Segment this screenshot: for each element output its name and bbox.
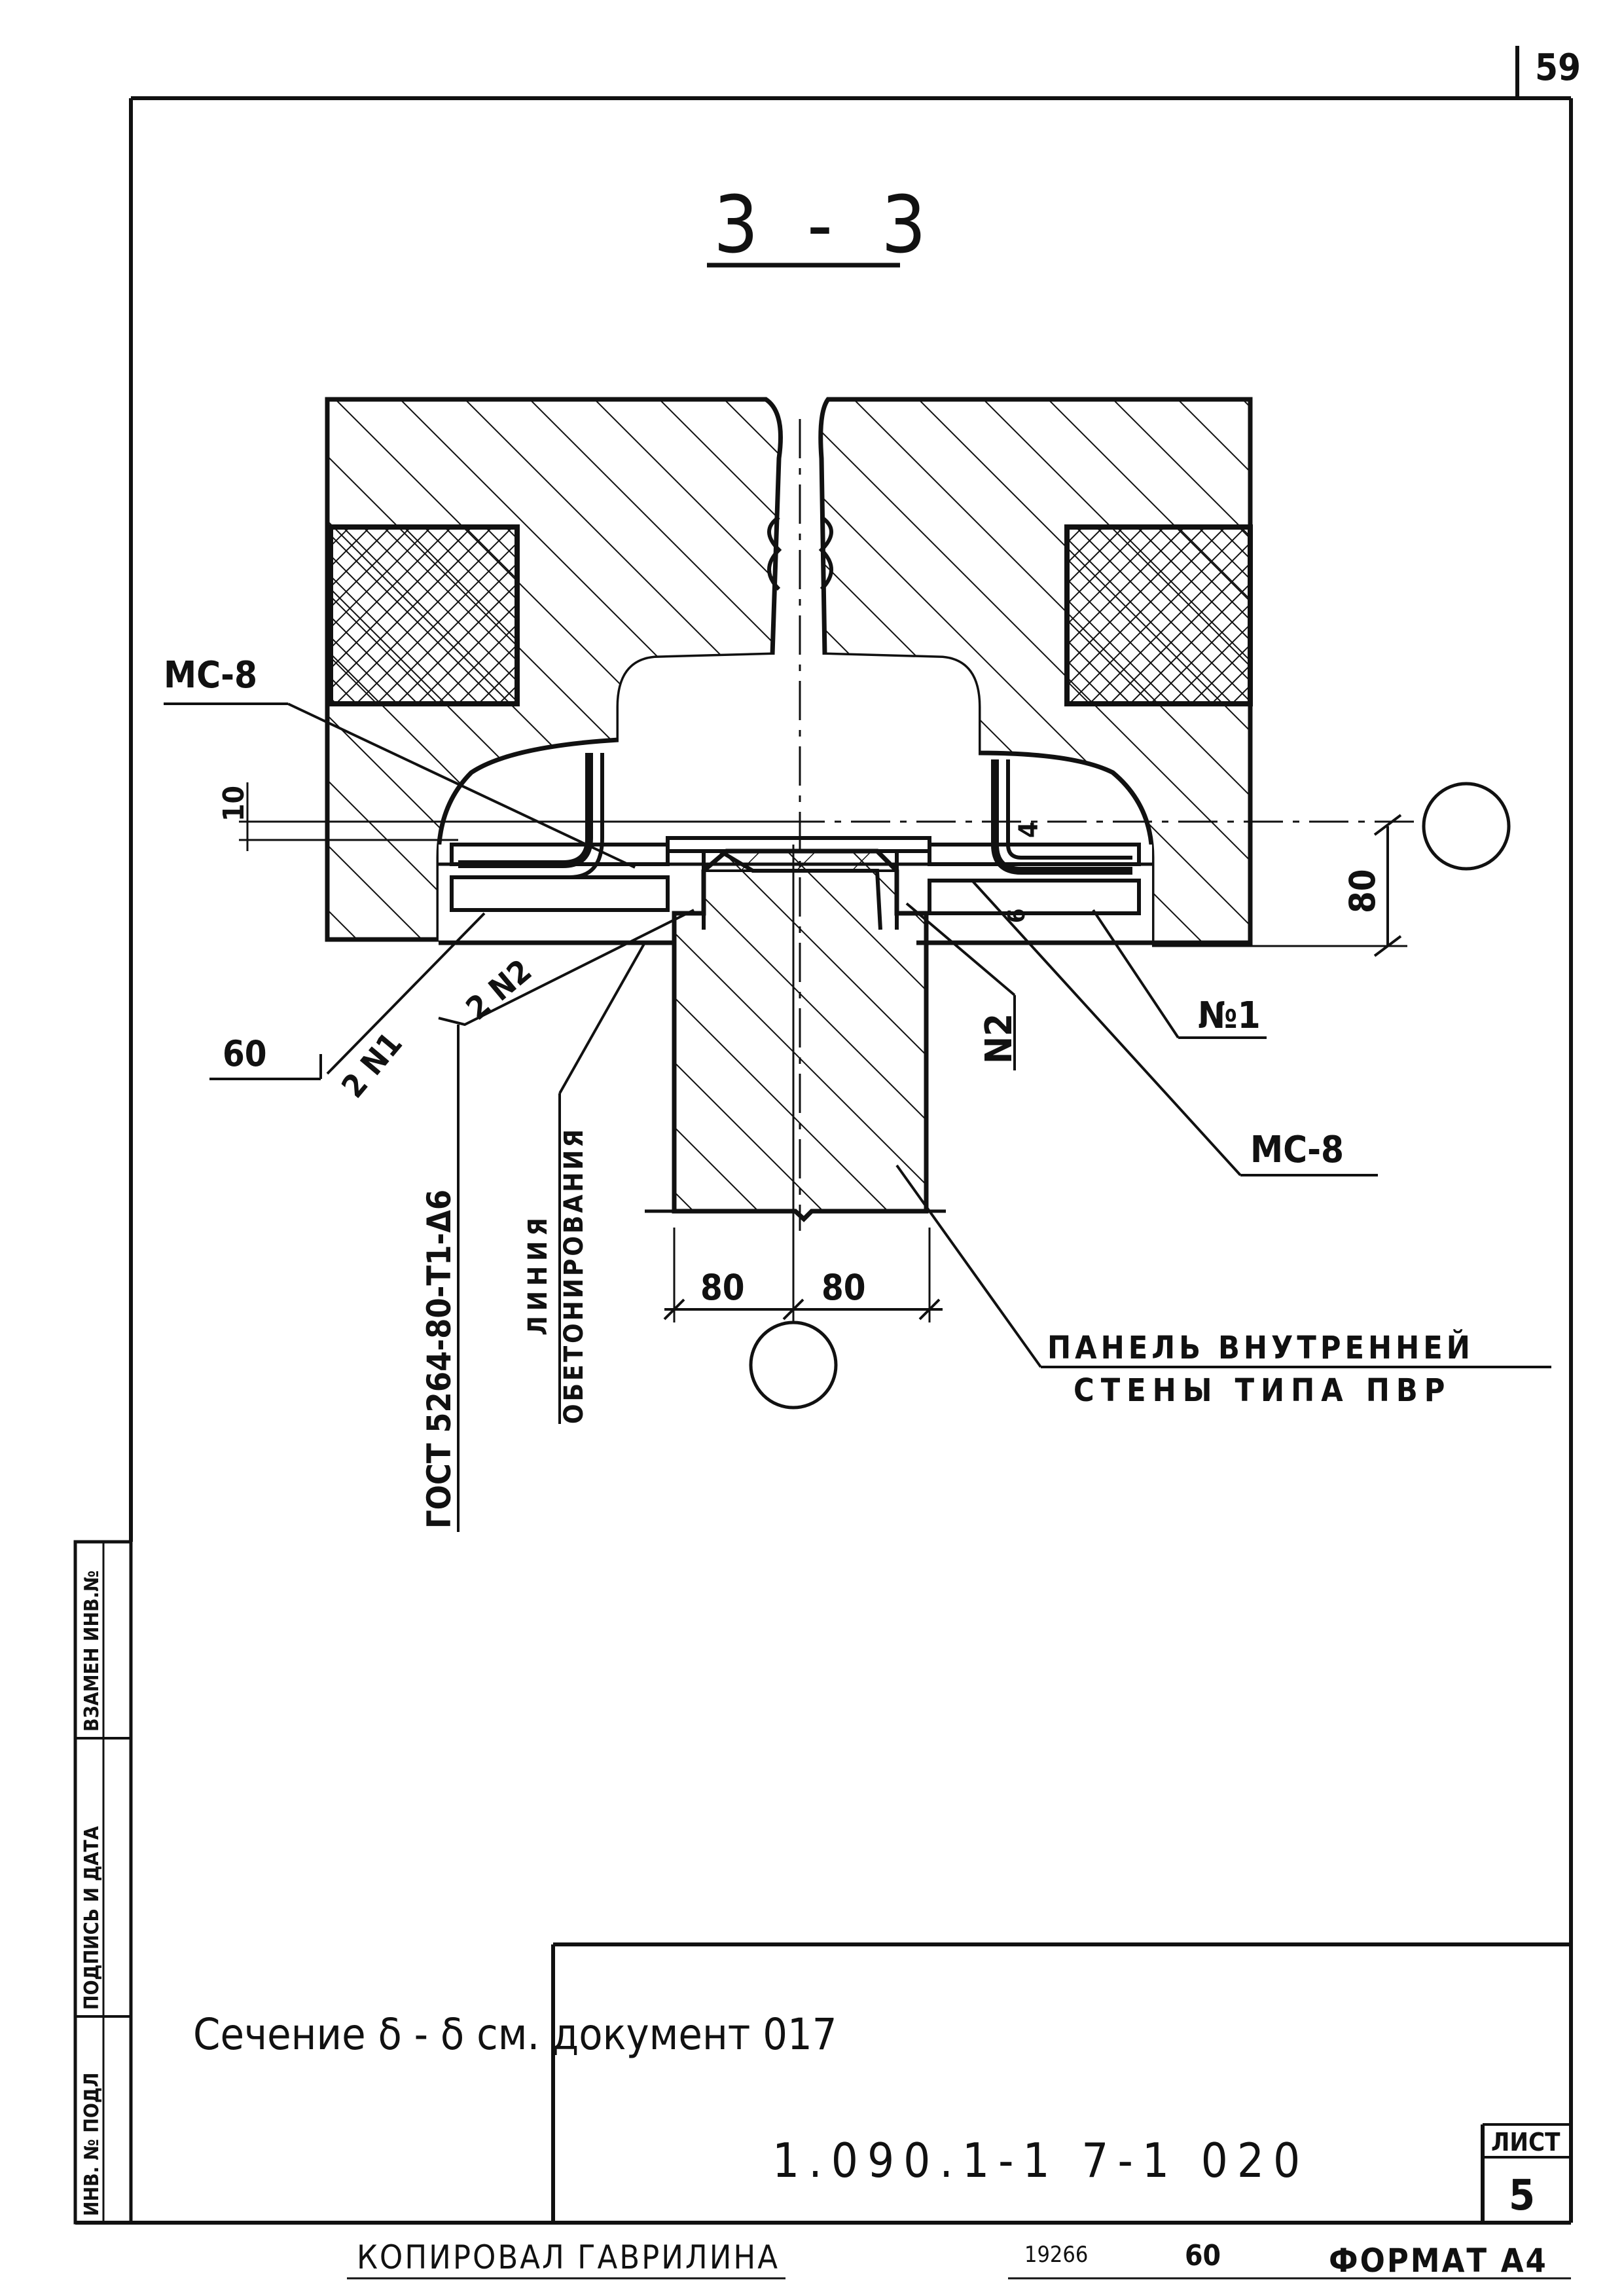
label-weld-2n2: 2 N2	[460, 953, 539, 1027]
page-number-box: 59	[1515, 46, 1581, 98]
axis-marker-right	[1422, 782, 1511, 871]
paper-format: ФОРМАТ А4	[1329, 2242, 1548, 2280]
dim-80-left: 80	[700, 1267, 745, 1308]
dim-80-right: 80	[821, 1267, 866, 1308]
section-title-group: 3 - 3	[707, 180, 939, 271]
dimension-lines: 10 80 80 80 4 6	[217, 782, 1407, 1322]
section-view	[325, 397, 1511, 1410]
insulation-right	[1064, 524, 1253, 706]
section-note: Сечение δ - δ см. документ 017	[193, 2009, 837, 2060]
order-number: 19266	[1024, 2242, 1088, 2268]
axis-marker-bottom	[749, 1321, 838, 1410]
dim-80-vertical: 80	[1342, 869, 1383, 913]
label-panel-1: ПАНЕЛЬ ВНУТРЕННЕЙ	[1047, 1329, 1474, 1366]
side-stamp: ИНВ. № ПОДЛ ПОДПИСЬ И ДАТА ВЗАМЕН ИНВ.№	[73, 1540, 133, 2225]
stamp-field-3: ВЗАМЕН ИНВ.№	[81, 1571, 103, 1732]
dim-10: 10	[217, 786, 251, 822]
stamp-field-2: ПОДПИСЬ И ДАТА	[81, 1826, 103, 2010]
label-concrete-line-1: ЛИНИЯ	[523, 1212, 553, 1336]
label-mc8-top: МС-8	[164, 654, 257, 697]
copied-by: КОПИРОВАЛ ГАВРИЛИНА	[357, 2238, 780, 2276]
dim-small-right: 6	[1003, 908, 1030, 923]
label-weld-2n1: 2 N1	[334, 1025, 409, 1104]
insulation-left	[328, 524, 520, 706]
label-dim-60: 60	[223, 1033, 267, 1074]
footer: КОПИРОВАЛ ГАВРИЛИНА 19266 60 ФОРМАТ А4	[347, 2238, 1571, 2280]
document-code: 1.090.1-1 7-1 020	[772, 2133, 1309, 2188]
sheet-frame	[75, 96, 1573, 2225]
label-gost: ГОСТ 5264-80-Т1-Δ6	[420, 1190, 458, 1529]
label-n1: №1	[1198, 994, 1261, 1037]
title-block: 1.090.1-1 7-1 020 ЛИСТ 5	[551, 1942, 1571, 2223]
section-title: 3 - 3	[713, 180, 939, 271]
label-concrete-line-2: ОБЕТОНИРОВАНИЯ	[559, 1127, 589, 1424]
label-panel-2: СТЕНЫ ТИПА ПВР	[1074, 1372, 1451, 1409]
dim-small-left: 4	[1014, 822, 1044, 838]
stamp-field-1: ИНВ. № ПОДЛ	[81, 2073, 103, 2216]
copies: 60	[1185, 2239, 1221, 2272]
label-mc8-bottom: МС-8	[1250, 1129, 1344, 1171]
page-number: 59	[1535, 46, 1581, 89]
sheet-label: ЛИСТ	[1491, 2128, 1561, 2157]
sheet-number: 5	[1509, 2172, 1535, 2220]
